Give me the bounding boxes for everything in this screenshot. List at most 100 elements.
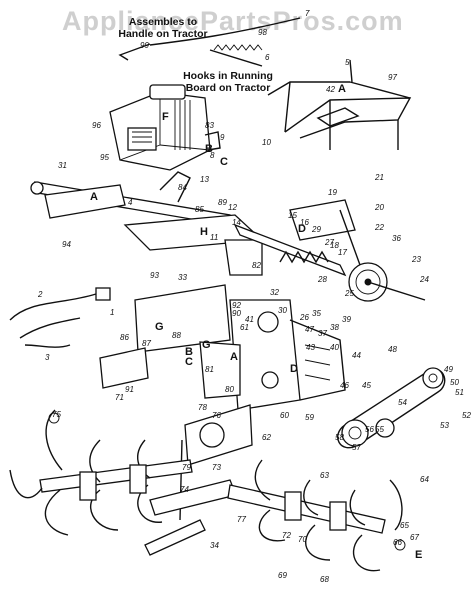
- part-number-70: 70: [298, 535, 307, 544]
- part-number-8: 8: [210, 151, 215, 160]
- part-number-29: 29: [311, 225, 321, 234]
- part-number-66: 66: [393, 538, 402, 547]
- part-number-71: 71: [115, 393, 124, 402]
- part-number-33: 33: [178, 273, 187, 282]
- part-number-96: 96: [92, 121, 101, 130]
- callout-letter-a: A: [90, 191, 98, 203]
- part-number-77: 77: [237, 515, 246, 524]
- part-number-22: 22: [374, 223, 384, 232]
- callout-letter-b-lower: B: [185, 346, 193, 358]
- part-number-48: 48: [388, 345, 397, 354]
- part-number-36: 36: [392, 234, 401, 243]
- part-number-99: 99: [140, 41, 149, 50]
- callout-letter-g-lower: G: [202, 339, 211, 351]
- main-frame: [30, 171, 264, 276]
- part-number-80: 80: [225, 385, 234, 394]
- engine: [109, 84, 221, 171]
- part-number-4: 4: [128, 198, 133, 207]
- part-number-82: 82: [252, 261, 261, 270]
- part-number-44: 44: [352, 351, 361, 360]
- part-number-21: 21: [374, 173, 384, 182]
- part-number-28: 28: [317, 275, 327, 284]
- part-number-76: 76: [212, 411, 221, 420]
- part-number-46: 46: [340, 381, 349, 390]
- part-number-59: 59: [305, 413, 314, 422]
- part-number-50: 50: [450, 378, 459, 387]
- part-number-55: 55: [375, 425, 384, 434]
- part-number-10: 10: [262, 138, 271, 147]
- part-number-27: 27: [324, 238, 334, 247]
- part-number-98: 98: [258, 28, 267, 37]
- part-number-56: 56: [365, 425, 374, 434]
- part-number-57: 57: [352, 443, 361, 452]
- part-number-callouts: 1234567891011121314151617181920212223242…: [37, 9, 471, 584]
- part-number-9: 9: [220, 133, 225, 142]
- part-number-83: 83: [205, 121, 214, 130]
- part-number-35: 35: [312, 309, 321, 318]
- part-number-52: 52: [462, 411, 471, 420]
- callout-letter-b: B: [205, 143, 213, 155]
- part-number-51: 51: [455, 388, 464, 397]
- part-number-32: 32: [270, 288, 279, 297]
- callout-letter-g: G: [155, 321, 164, 333]
- part-number-89: 89: [218, 198, 227, 207]
- part-number-30: 30: [278, 306, 287, 315]
- callout-letter-d: D: [298, 223, 306, 235]
- part-number-45: 45: [362, 381, 371, 390]
- part-number-74: 74: [180, 485, 189, 494]
- callout-letter-a-lower: A: [230, 351, 238, 363]
- part-number-90: 90: [232, 309, 241, 318]
- part-number-94: 94: [62, 240, 71, 249]
- part-number-49: 49: [444, 365, 453, 374]
- part-number-65: 65: [400, 521, 409, 530]
- part-number-17: 17: [338, 248, 347, 257]
- part-number-20: 20: [374, 203, 384, 212]
- watermark-text: AppliancePartsPros.com: [62, 6, 404, 36]
- part-number-68: 68: [320, 575, 329, 584]
- belt-drive: [337, 367, 446, 449]
- part-number-18: 18: [330, 241, 339, 250]
- part-number-88: 88: [172, 331, 181, 340]
- tine-shaft: [144, 404, 253, 556]
- part-number-97: 97: [388, 73, 397, 82]
- part-number-11: 11: [210, 233, 218, 242]
- part-number-2: 2: [37, 290, 43, 299]
- part-number-84: 84: [178, 183, 187, 192]
- part-number-54: 54: [398, 398, 407, 407]
- part-number-78: 78: [198, 403, 207, 412]
- part-number-13: 13: [200, 175, 209, 184]
- part-number-3: 3: [45, 353, 50, 362]
- part-number-15: 15: [288, 211, 297, 220]
- part-number-39: 39: [342, 315, 351, 324]
- part-number-16: 16: [300, 218, 309, 227]
- part-number-93: 93: [150, 271, 159, 280]
- callout-letter-f: F: [162, 111, 169, 123]
- part-number-95: 95: [100, 153, 109, 162]
- part-number-85: 85: [195, 205, 204, 214]
- callout-letter-a-hitch: A: [338, 83, 346, 95]
- part-number-31: 31: [58, 161, 67, 170]
- part-number-38: 38: [330, 323, 339, 332]
- part-number-12: 12: [228, 203, 237, 212]
- part-number-73: 73: [212, 463, 221, 472]
- part-number-67: 67: [410, 533, 419, 542]
- part-number-75: 75: [52, 410, 61, 419]
- part-number-63: 63: [320, 471, 329, 480]
- part-number-64: 64: [420, 475, 429, 484]
- callout-letter-h: H: [200, 226, 208, 238]
- part-number-81: 81: [205, 365, 214, 374]
- part-number-37: 37: [318, 329, 327, 338]
- part-number-14: 14: [232, 218, 241, 227]
- part-number-92: 92: [232, 301, 241, 310]
- part-number-91: 91: [125, 385, 134, 394]
- part-number-7: 7: [305, 9, 310, 18]
- part-number-61: 61: [240, 323, 249, 332]
- part-number-86: 86: [120, 333, 129, 342]
- control-cable: [118, 17, 301, 67]
- part-number-23: 23: [411, 255, 421, 264]
- part-number-87: 87: [142, 339, 151, 348]
- part-number-19: 19: [328, 188, 337, 197]
- part-number-24: 24: [419, 275, 429, 284]
